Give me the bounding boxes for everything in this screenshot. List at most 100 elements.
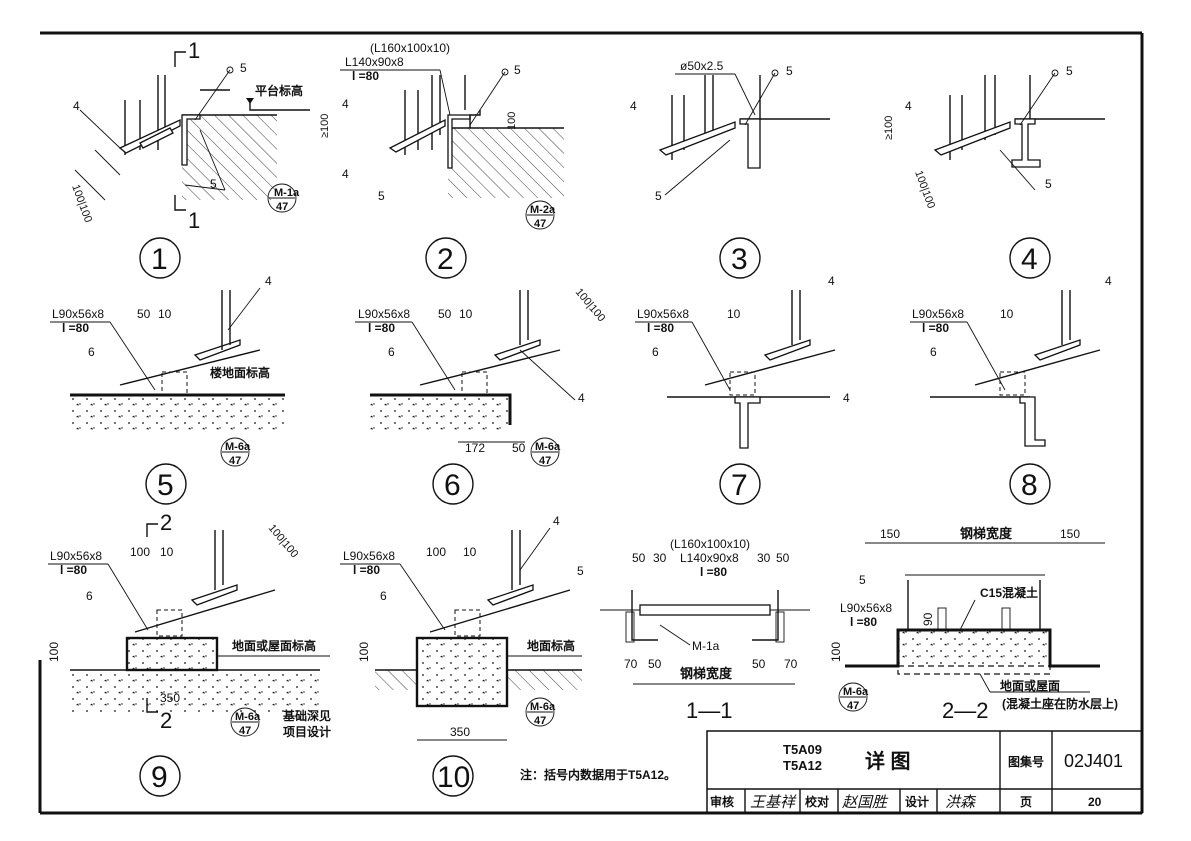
dim-10: 10 xyxy=(1000,307,1014,321)
floor-slab xyxy=(70,395,285,433)
ground-level-label: 地面标高 xyxy=(527,638,575,653)
weld-4: 4 xyxy=(553,514,560,528)
dim-10: 10 xyxy=(158,307,172,321)
dim-ge100: ≥100 xyxy=(319,114,331,138)
platform-concrete xyxy=(182,115,277,200)
dim-100: 100 xyxy=(130,545,150,559)
section-cut-2-top: 2 xyxy=(160,510,172,535)
detail-number: 3 xyxy=(731,243,748,276)
dim-100-100: 100|100 xyxy=(573,286,608,324)
section-title: 2—2 xyxy=(942,698,988,723)
ref-top: M-6a xyxy=(530,701,556,713)
detail-3: ø50x2.5 5 4 5 3 xyxy=(630,59,830,279)
angle-spec: L140x90x8 xyxy=(680,551,739,565)
pipe-spec: ø50x2.5 xyxy=(680,59,724,73)
dim-10: 10 xyxy=(463,545,477,559)
dim-100: 100 xyxy=(426,545,446,559)
section-cut-2-bottom: 2 xyxy=(160,708,172,733)
angle-spec: L90x56x8 xyxy=(840,601,892,615)
detail-number: 6 xyxy=(444,469,461,502)
weld-4b: 4 xyxy=(843,391,850,405)
ref-top: M-1a xyxy=(274,187,300,199)
weld-6: 6 xyxy=(652,345,659,359)
dim-10: 10 xyxy=(727,307,741,321)
ref-top: M-6a xyxy=(235,711,261,723)
design-signature: 洪森 xyxy=(945,793,977,811)
detail-5: L90x56x8 l =80 50 10 6 4 楼地面标高 M-6a 47 5 xyxy=(50,274,285,505)
dim-50: 50 xyxy=(438,307,452,321)
dim-90: 90 xyxy=(921,612,935,626)
angle-spec: L90x56x8 xyxy=(358,307,410,321)
concrete-base xyxy=(125,636,219,672)
ref-top: M-6a xyxy=(225,441,251,453)
dim-height-100: 100 xyxy=(47,642,61,662)
weld-4a: 4 xyxy=(342,97,349,111)
detail-number: 1 xyxy=(151,243,168,276)
angle-length: l =80 xyxy=(647,321,674,335)
detail-number: 9 xyxy=(151,761,168,794)
angle-length: l =80 xyxy=(62,321,89,335)
detail-number: 5 xyxy=(157,469,174,502)
detail-2: (L160x100x10) L140x90x8 l =80 5 4 4 5 ≥1… xyxy=(319,41,564,279)
ref-bottom: 47 xyxy=(534,715,546,727)
plate-label: M-1a xyxy=(692,639,720,653)
foundation-note-2: 项目设计 xyxy=(283,724,331,739)
dim-50-right: 50 xyxy=(776,551,790,565)
ref-bottom: 47 xyxy=(239,725,251,737)
detail-4: 5 4 5 ≥100 100|100 4 xyxy=(883,64,1105,279)
ref-bottom: 47 xyxy=(276,201,288,213)
weld-4: 4 xyxy=(905,99,912,113)
weld-4: 4 xyxy=(1105,274,1112,288)
weld-5a: 5 xyxy=(786,64,793,78)
dim-width-350: 350 xyxy=(160,691,180,705)
detail-number: 10 xyxy=(437,761,470,794)
dim-70-left: 70 xyxy=(624,657,638,671)
weld-4: 4 xyxy=(630,99,637,113)
section-cut-1-bottom: 1 xyxy=(188,208,200,233)
weld-4: 4 xyxy=(265,274,272,288)
dim-10: 10 xyxy=(459,307,473,321)
ref-top: M-2a xyxy=(530,204,556,216)
angle-spec: L90x56x8 xyxy=(50,549,102,563)
ref-bottom: 47 xyxy=(534,218,546,230)
atlas-label: 图集号 xyxy=(1008,754,1044,769)
dim-100-100: 100|100 xyxy=(69,183,94,224)
angle-length: l =80 xyxy=(700,565,727,579)
foundation-note-1: 基础深见 xyxy=(282,708,331,723)
dim-100-100: 100|100 xyxy=(912,169,937,210)
detail-9: 2 2 L90x56x8 l =80 100 10 100|100 6 地面或屋… xyxy=(47,510,331,797)
dim-100: 100 xyxy=(829,642,843,662)
detail-6: L90x56x8 l =80 50 10 100|100 6 4 172 50 … xyxy=(355,286,608,505)
review-signature: 王基祥 xyxy=(750,793,797,811)
detail-number: 7 xyxy=(731,469,748,502)
atlas-number: 02J401 xyxy=(1064,751,1123,771)
dim-150-right: 150 xyxy=(1060,527,1080,541)
detail-number-circle xyxy=(139,237,181,279)
detail-number: 2 xyxy=(437,243,454,276)
detail-number: 8 xyxy=(1021,469,1038,502)
weld-6: 6 xyxy=(930,345,937,359)
angle-spec: L140x90x8 xyxy=(345,55,404,69)
weld-4a: 4 xyxy=(828,274,835,288)
dim-30-right: 30 xyxy=(757,551,771,565)
concrete-label: C15混凝土 xyxy=(980,585,1038,600)
dim-100: 100 xyxy=(506,112,518,130)
concrete-base xyxy=(415,636,509,708)
weld-5b: 5 xyxy=(655,189,662,203)
detail-7: L90x56x8 l =80 10 6 4 4 7 xyxy=(635,274,850,505)
dim-height-100: 100 xyxy=(357,642,371,662)
dim-100-100: 100|100 xyxy=(266,522,301,560)
ground xyxy=(70,670,320,712)
angle-length: l =80 xyxy=(353,563,380,577)
weld-5: 5 xyxy=(577,564,584,578)
ref-top: M-6a xyxy=(843,686,869,698)
dim-ge100: ≥100 xyxy=(883,116,895,140)
concrete-block xyxy=(448,128,564,198)
dim-172: 172 xyxy=(465,441,485,455)
dim-150-left: 150 xyxy=(880,527,900,541)
floor-slab xyxy=(370,395,510,433)
angle-alt-spec: (L160x100x10) xyxy=(370,41,450,55)
weld-4a: 4 xyxy=(578,391,585,405)
floor-level-label: 楼地面标高 xyxy=(210,365,270,380)
weld-symbol-4: 4 xyxy=(73,99,80,113)
